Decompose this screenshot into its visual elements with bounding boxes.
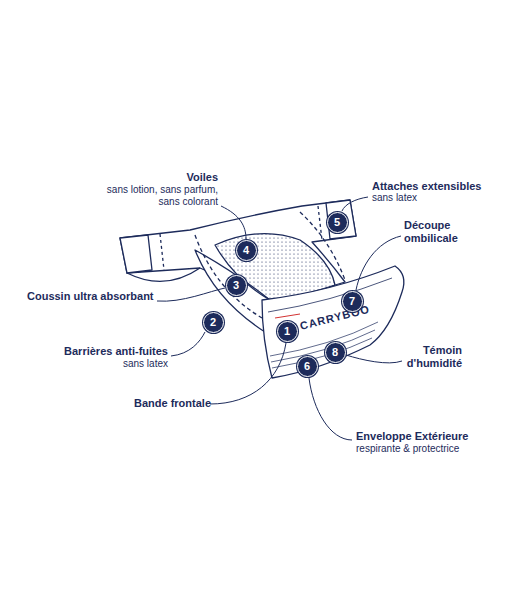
- callout-number-text: 8: [332, 347, 338, 358]
- callout-label: sans latex: [123, 358, 168, 370]
- callout-label: Attaches extensibles: [372, 180, 481, 192]
- callout-label: sans latex: [372, 192, 417, 204]
- callout-label: sans lotion, sans parfum, sans colorant: [86, 184, 218, 208]
- callout-number-text: 7: [349, 296, 355, 307]
- callout-label: Bande frontale: [134, 397, 211, 409]
- callout-number-text: 3: [233, 280, 239, 291]
- callout-number-text: 1: [284, 326, 290, 337]
- callout-number: 7: [342, 291, 363, 312]
- callout-number: 4: [236, 240, 257, 261]
- callout-number: 5: [327, 212, 348, 233]
- callout-number-text: 4: [243, 245, 249, 256]
- callout-label: Découpe ombilicale: [404, 219, 466, 245]
- callout-number: 6: [297, 356, 318, 377]
- callout-number: 2: [203, 312, 224, 333]
- callout-number: 1: [277, 321, 298, 342]
- callout-label: Témoin d'humidité: [396, 344, 462, 370]
- callout-number-text: 6: [304, 361, 310, 372]
- callout-number: 8: [325, 342, 346, 363]
- callout-label: Enveloppe Extérieure: [356, 430, 469, 442]
- callout-label: respirante & protectrice: [356, 443, 459, 455]
- callout-number-text: 5: [334, 217, 340, 228]
- callout-label: Coussin ultra absorbant: [27, 290, 154, 302]
- callout-label: Voiles: [186, 171, 218, 183]
- callout-number: 3: [226, 275, 247, 296]
- callout-label: Barrières anti-fuites: [64, 345, 168, 357]
- callout-number-text: 2: [210, 317, 216, 328]
